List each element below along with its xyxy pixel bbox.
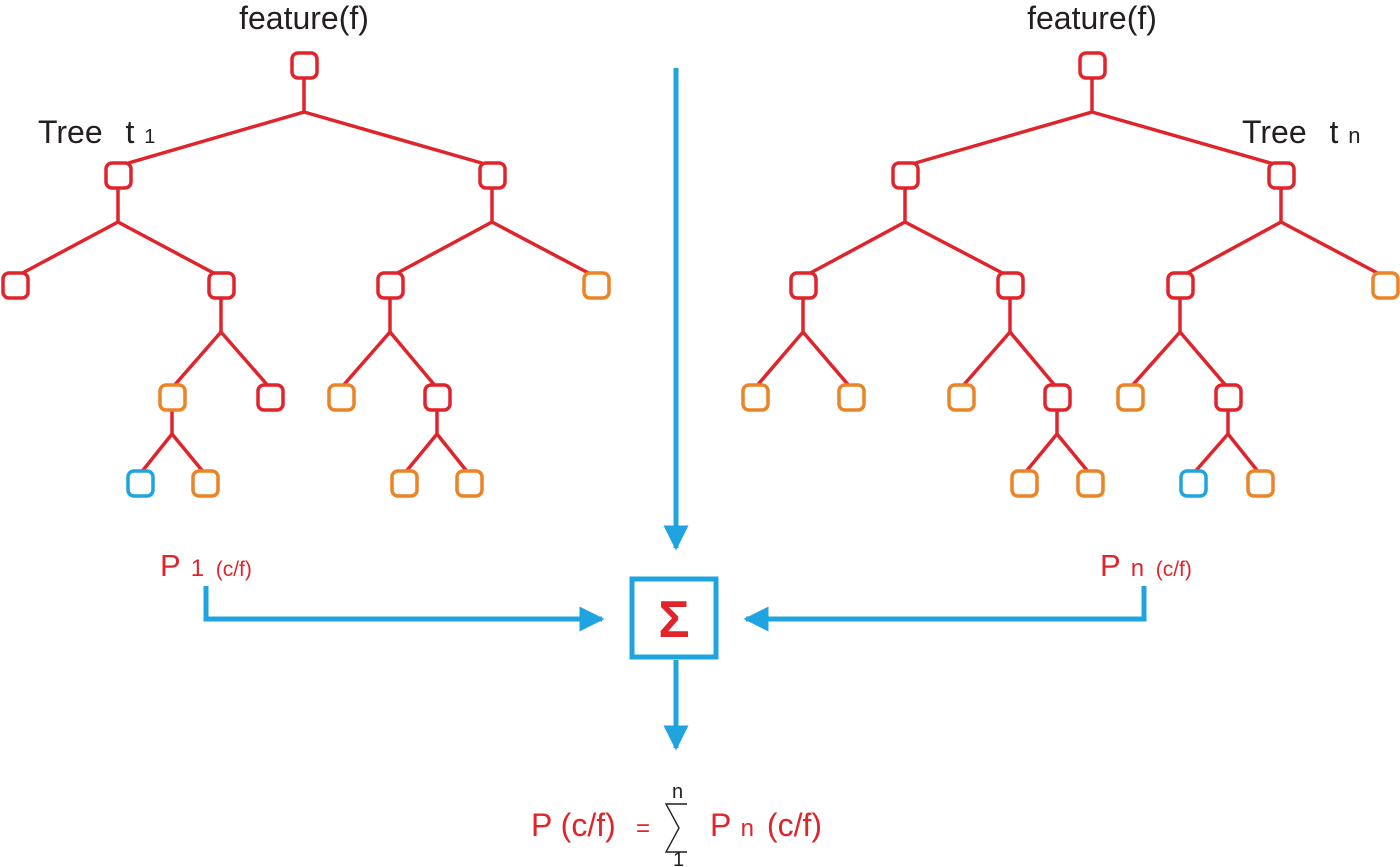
tree-1-node [207, 271, 236, 300]
arrow-tree-1-to-sum [203, 586, 605, 632]
tree-1-label: Tree t 1 [38, 114, 155, 150]
tree-1-leaf [191, 469, 220, 498]
tree-1-label-t: t [126, 114, 135, 150]
tree-n-node [1043, 383, 1072, 412]
sum-aggregator: Σ [629, 576, 719, 660]
tree-1-node [1, 271, 30, 300]
formula-sigma-glyph [664, 803, 687, 853]
tree-n-node [1166, 271, 1195, 300]
tree-n-probability-p: P [1100, 548, 1120, 583]
flow-arrows [203, 68, 1147, 751]
sum-box [629, 576, 719, 660]
tree-n-node [789, 271, 818, 300]
tree-1-edges [14, 78, 597, 476]
tree-n-node [996, 271, 1025, 300]
tree-n-leaf [1116, 383, 1145, 412]
formula-equals: = [636, 815, 650, 842]
tree-n-leaf [1246, 469, 1275, 498]
tree-n-probability-arg: (c/f) [1156, 558, 1192, 581]
result-formula: P (c/f) = n 1 P n (c/f) [531, 781, 822, 867]
formula-rhs-p: P [710, 807, 731, 843]
tree-1-node [256, 383, 285, 412]
tree-n-node-root [1078, 51, 1107, 80]
tree-1-probability-p: P [160, 548, 180, 583]
tree-1-leaf [158, 383, 187, 412]
tree-1-leaf [582, 271, 611, 300]
formula-rhs: P n (c/f) [710, 807, 822, 843]
tree-n-leaf [1010, 469, 1039, 498]
tree-1-label-word: Tree [38, 114, 103, 150]
tree-n-feature-label: feature(f) [1027, 0, 1157, 36]
tree-1-leaf [327, 383, 356, 412]
tree-1-node [376, 271, 405, 300]
tree-1-nodes [1, 51, 611, 498]
tree-1-probability-sub: 1 [191, 555, 204, 582]
tree-1-node [104, 161, 133, 190]
formula-sigma-lower: 1 [673, 849, 684, 867]
tree-n-leaf-selected [1179, 469, 1208, 498]
tree-1-node-root [290, 51, 319, 80]
tree-n-label-sub: n [1348, 123, 1360, 148]
tree-n-leaf [1371, 271, 1400, 300]
tree-n: feature(f) Tree t n [741, 0, 1400, 583]
tree-1: feature(f) Tree t 1 [1, 0, 611, 583]
formula-rhs-sub: n [741, 815, 754, 842]
tree-1-leaf [390, 469, 419, 498]
tree-n-label-t: t [1330, 114, 1339, 150]
tree-n-nodes [741, 51, 1400, 498]
tree-1-label-sub: 1 [144, 126, 155, 148]
formula-sigma-upper: n [672, 781, 683, 803]
tree-1-node [423, 383, 452, 412]
tree-n-probability: P n (c/f) [1100, 548, 1192, 583]
tree-n-leaf [837, 383, 866, 412]
tree-1-probability-arg: (c/f) [216, 558, 252, 581]
formula-lhs: P (c/f) [531, 807, 616, 843]
tree-n-node [891, 161, 920, 190]
tree-n-node [1267, 161, 1296, 190]
tree-n-leaf [947, 383, 976, 412]
tree-1-feature-label: feature(f) [239, 0, 369, 36]
tree-n-node [1214, 383, 1243, 412]
tree-1-leaf [455, 469, 484, 498]
tree-n-label: Tree t n [1242, 114, 1361, 150]
tree-1-node [478, 161, 507, 190]
tree-1-leaf-selected [126, 469, 155, 498]
tree-n-leaf [741, 383, 770, 412]
tree-n-label-word: Tree [1242, 114, 1307, 150]
tree-n-probability-sub: n [1131, 555, 1144, 582]
tree-n-edges [753, 78, 1386, 476]
tree-1-probability: P 1 (c/f) [160, 548, 252, 583]
sigma-icon: Σ [658, 591, 689, 649]
formula-rhs-arg: (c/f) [767, 807, 822, 843]
arrow-tree-n-to-sum [743, 586, 1147, 632]
tree-n-leaf [1076, 469, 1105, 498]
